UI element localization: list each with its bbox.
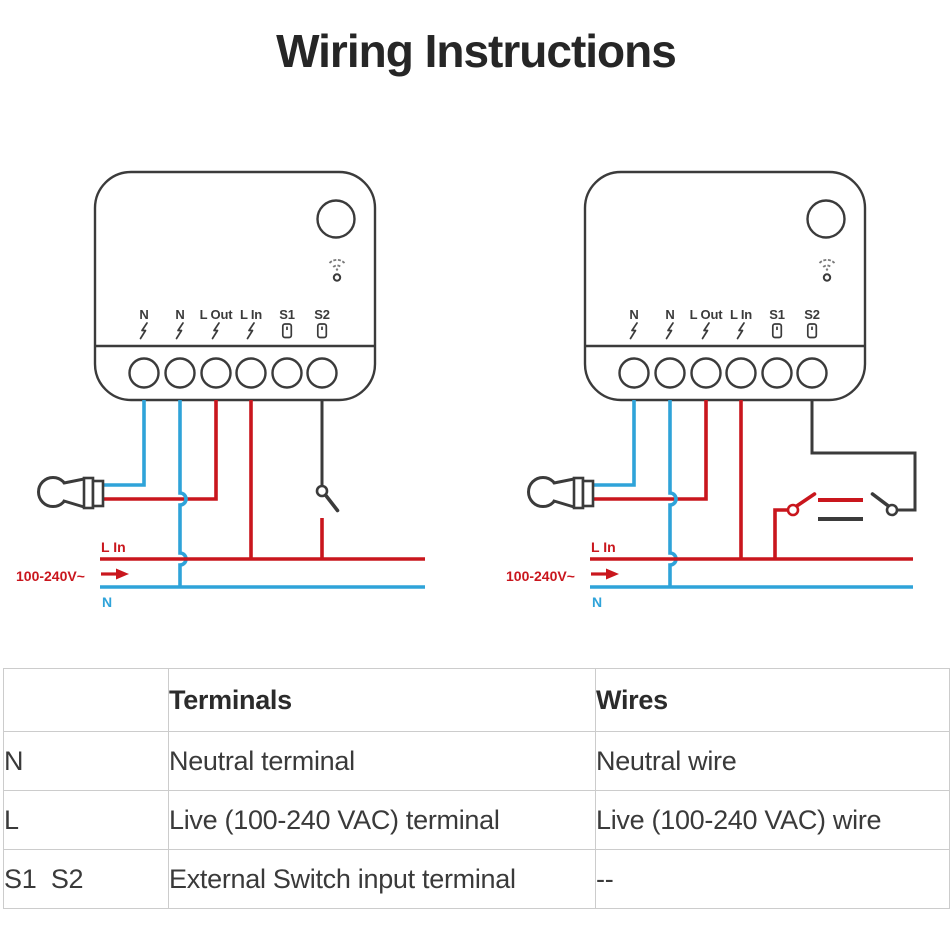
switch1-arm — [794, 492, 817, 509]
supply-arrow-icon — [101, 568, 129, 580]
terminal-hole — [654, 357, 686, 389]
table-row-neutral: N Neutral terminal Neutral wire — [3, 731, 950, 791]
terminal-hole — [796, 357, 828, 389]
led-indicator — [332, 273, 342, 282]
external-switch — [315, 400, 340, 559]
row-key: L — [3, 790, 169, 850]
terminal-label-s2: S2 — [314, 307, 330, 322]
terminal-description: Neutral terminal — [168, 731, 596, 791]
neutral-wire-bulb — [104, 400, 146, 487]
switch-input-icon — [316, 323, 328, 339]
header-wires: Wires — [595, 668, 950, 732]
switch2-arm — [870, 492, 891, 509]
header-empty — [3, 668, 169, 732]
terminal-hole — [306, 357, 338, 389]
terminal-hole — [128, 357, 160, 389]
lightning-bolt-icon — [139, 322, 148, 340]
lightning-bolt-icons — [139, 322, 255, 340]
two-way-switch-pair — [773, 400, 917, 559]
switch1-pivot — [786, 503, 800, 517]
live-out-wire-bulb — [104, 400, 218, 501]
terminal-label-n1: N — [139, 307, 148, 322]
terminal-wire-table: Terminals Wires N Neutral terminal Neutr… — [3, 668, 950, 909]
lightning-bolt-icon — [701, 322, 710, 340]
neutral-wire-supply — [178, 400, 188, 587]
neutral-line-label: N — [102, 594, 112, 610]
reset-button — [806, 199, 846, 239]
smart-switch-device — [93, 170, 377, 402]
smart-switch-device — [583, 170, 867, 402]
row-key: N — [3, 731, 169, 791]
wire-description: Live (100-240 VAC) wire — [595, 790, 950, 850]
terminal-label-n2: N — [175, 307, 184, 322]
light-bulb — [527, 476, 595, 510]
lightning-bolt-icon — [665, 322, 674, 340]
lightning-bolt-icon — [736, 322, 745, 340]
terminal-labels: N N L Out L In S1 S2 — [629, 307, 820, 322]
lightning-bolt-icons — [629, 322, 745, 340]
reset-button — [316, 199, 356, 239]
device-outline — [583, 170, 867, 402]
header-terminals: Terminals — [168, 668, 596, 732]
lightning-bolt-icon — [175, 322, 184, 340]
terminal-label-lout: L Out — [690, 307, 724, 322]
wifi-icon — [328, 259, 346, 271]
terminal-label-s1: S1 — [769, 307, 785, 322]
terminal-label-lout: L Out — [200, 307, 234, 322]
switch-pivot — [315, 484, 329, 498]
diagram-two-way-switch: N N L Out L In S1 S2 — [506, 170, 917, 610]
lightning-bolt-icon — [629, 322, 638, 340]
terminal-label-lin: L In — [240, 307, 262, 322]
terminal-hole — [690, 357, 722, 389]
switch-input-icon — [771, 323, 783, 339]
terminal-hole — [618, 357, 650, 389]
terminal-labels: N N L Out L In S1 S2 — [139, 307, 330, 322]
terminal-hole — [271, 357, 303, 389]
terminal-label-s2: S2 — [804, 307, 820, 322]
lightning-bolt-icon — [211, 322, 220, 340]
diagram-single-switch: N N L Out L In S1 S2 — [16, 170, 425, 610]
lightning-bolt-icon — [246, 322, 255, 340]
supply-voltage-label: 100-240V~ — [16, 568, 85, 584]
switch-wire-s2 — [810, 400, 917, 512]
wifi-icon — [818, 259, 836, 271]
supply-voltage-label: 100-240V~ — [506, 568, 575, 584]
switch-input-icon — [281, 323, 293, 339]
wiring-diagrams: N N L Out L In S1 S2 — [16, 170, 917, 610]
light-bulb — [37, 476, 105, 510]
table-row-live: L Live (100-240 VAC) terminal Live (100-… — [3, 790, 950, 850]
terminal-hole — [235, 357, 267, 389]
terminal-label-lin: L In — [730, 307, 752, 322]
neutral-wire-supply — [668, 400, 678, 587]
terminal-hole — [725, 357, 757, 389]
neutral-line-label: N — [592, 594, 602, 610]
terminal-hole — [200, 357, 232, 389]
wire-description: -- — [595, 849, 950, 909]
table-row-switch-inputs: S1 S2 External Switch input terminal -- — [3, 849, 950, 909]
switch-input-icons — [771, 323, 818, 339]
terminal-label-n1: N — [629, 307, 638, 322]
switch1-feed — [773, 508, 788, 559]
led-indicator — [822, 273, 832, 282]
live-out-wire-bulb — [594, 400, 708, 501]
switch-arm — [323, 493, 340, 513]
live-line-label: L In — [101, 539, 126, 555]
page-title: Wiring Instructions — [276, 25, 677, 77]
terminal-label-n2: N — [665, 307, 674, 322]
terminal-description: Live (100-240 VAC) terminal — [168, 790, 596, 850]
switch2-pivot — [885, 503, 899, 517]
wire-description: Neutral wire — [595, 731, 950, 791]
live-line-label: L In — [591, 539, 616, 555]
supply-arrow-icon — [591, 568, 619, 580]
terminal-description: External Switch input terminal — [168, 849, 596, 909]
switch-input-icons — [281, 323, 328, 339]
device-outline — [93, 170, 377, 402]
terminal-hole — [761, 357, 793, 389]
row-key: S1 S2 — [3, 849, 169, 909]
switch-input-icon — [806, 323, 818, 339]
neutral-wire-bulb — [594, 400, 636, 487]
terminal-label-s1: S1 — [279, 307, 295, 322]
terminal-hole — [164, 357, 196, 389]
table-header-row: Terminals Wires — [3, 668, 950, 732]
